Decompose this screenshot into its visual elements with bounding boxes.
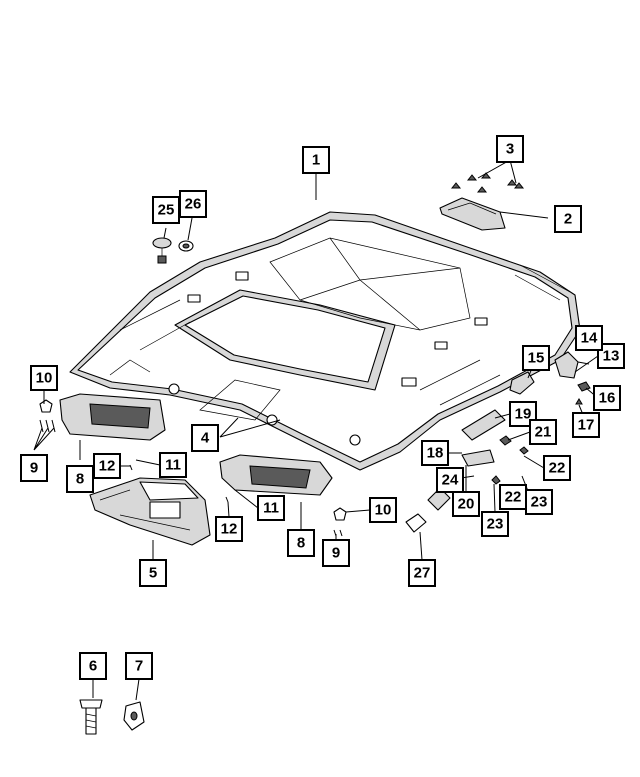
callout-24-label: 24: [442, 472, 459, 489]
headliner-illustration: [69, 211, 581, 471]
callout-10-left-label: 10: [36, 370, 53, 387]
callout-5-label: 5: [149, 565, 157, 582]
right-sun-visor: [219, 454, 347, 521]
callout-4: 4: [191, 424, 219, 452]
callout-14-label: 14: [581, 330, 598, 347]
callout-11-left-label: 11: [165, 457, 181, 474]
callout-22-right-label: 22: [549, 460, 566, 477]
callout-15-label: 15: [528, 350, 545, 367]
callout-20: 20: [452, 491, 480, 517]
nut-part: [123, 701, 145, 731]
overhead-console: [89, 477, 211, 546]
callout-13-label: 13: [603, 348, 620, 365]
callout-4-label: 4: [201, 430, 210, 447]
callout-23-right: 23: [525, 489, 553, 515]
callout-17: 17: [572, 412, 600, 438]
callout-1-label: 1: [312, 152, 320, 169]
callout-22-left: 22: [499, 484, 527, 510]
callout-2-label: 2: [564, 211, 572, 228]
callout-16-label: 16: [599, 390, 616, 407]
callout-19-label: 19: [515, 406, 532, 423]
callout-27: 27: [408, 559, 436, 587]
callout-1: 1: [302, 146, 330, 174]
callout-12-left: 12: [93, 453, 121, 479]
callout-24: 24: [436, 467, 464, 493]
callout-22-left-label: 22: [505, 489, 522, 506]
callout-23-left-label: 23: [487, 516, 504, 533]
callout-26-label: 26: [185, 196, 202, 213]
callout-6: 6: [79, 652, 107, 680]
callout-9-right-label: 9: [332, 545, 340, 562]
callout-12-right: 12: [215, 516, 243, 542]
callout-10-right-label: 10: [375, 502, 392, 519]
callout-12-left-label: 12: [99, 458, 116, 475]
screws: [39, 419, 343, 537]
callout-20-label: 20: [458, 496, 475, 513]
callout-15: 15: [522, 345, 550, 371]
callout-18: 18: [421, 440, 449, 466]
callout-8-right: 8: [287, 529, 315, 557]
callout-12-right-label: 12: [221, 521, 238, 538]
bolt-part: [79, 699, 103, 735]
grommet-parts: [152, 237, 194, 264]
callout-8-left-label: 8: [76, 471, 84, 488]
callout-8-left: 8: [66, 465, 94, 493]
callout-11-right: 11: [257, 495, 285, 521]
callout-10-left: 10: [30, 365, 58, 391]
callout-18-label: 18: [427, 445, 444, 462]
callout-13: 13: [597, 343, 625, 369]
callout-3: 3: [496, 135, 524, 163]
clip-parts: [450, 172, 525, 193]
callout-22-right: 22: [543, 455, 571, 481]
callout-10-right: 10: [369, 497, 397, 523]
callout-5: 5: [139, 559, 167, 587]
callout-9-left-label: 9: [30, 460, 38, 477]
callout-14: 14: [575, 325, 603, 351]
callout-27-label: 27: [414, 565, 431, 582]
callout-2: 2: [554, 205, 582, 233]
callout-3-label: 3: [506, 141, 514, 158]
callout-9-left: 9: [20, 454, 48, 482]
callout-11-right-label: 11: [263, 500, 279, 517]
callout-6-label: 6: [89, 658, 97, 675]
leader-lines: [33, 159, 599, 701]
callout-9-right: 9: [322, 539, 350, 567]
callout-17-label: 17: [578, 417, 595, 434]
callout-16: 16: [593, 385, 621, 411]
callout-7: 7: [125, 652, 153, 680]
callout-11-left: 11: [159, 452, 187, 478]
callout-25: 25: [152, 196, 180, 224]
callout-21: 21: [529, 419, 557, 445]
callout-25-label: 25: [158, 202, 175, 219]
left-sun-visor: [39, 393, 166, 441]
callout-21-label: 21: [535, 424, 552, 441]
callout-7-label: 7: [135, 658, 143, 675]
callout-23-left: 23: [481, 511, 509, 537]
callout-8-right-label: 8: [297, 535, 305, 552]
callout-23-right-label: 23: [531, 494, 548, 511]
overhead-trim-part: [439, 197, 506, 231]
callout-26: 26: [179, 190, 207, 218]
